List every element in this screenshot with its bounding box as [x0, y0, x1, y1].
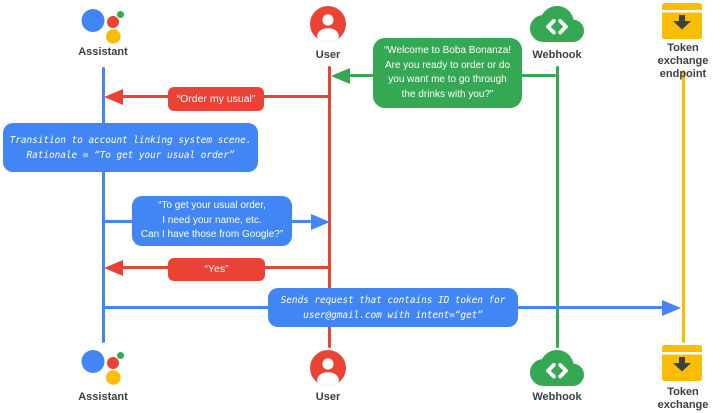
welcome-arrowhead	[331, 67, 350, 84]
token-endpoint-label: Token exchange endpoint	[657, 386, 709, 413]
yes-arrowhead	[104, 259, 123, 276]
assistant-label: Assistant	[78, 391, 128, 403]
assistant-icon	[81, 9, 124, 44]
webhook-label: Webhook	[532, 391, 582, 403]
token-endpoint-lifeline	[682, 70, 685, 343]
webhook-icon	[530, 350, 584, 386]
assistant-lifeline	[102, 67, 105, 343]
token-endpoint-label: Token exchange endpoint	[657, 42, 709, 80]
welcome-message-bubble: “Welcome to Boba Bonanza! Are you ready …	[373, 38, 522, 108]
yes-message-bubble: “Yes”	[168, 258, 265, 281]
assistant-label: Assistant	[78, 46, 128, 58]
ask-message-bubble: “To get your usual order, I need your na…	[132, 196, 292, 246]
webhook-icon	[530, 6, 584, 42]
ask-arrowhead	[311, 213, 330, 230]
token-request-arrowhead	[662, 299, 681, 316]
token-endpoint-icon	[662, 3, 702, 39]
user-icon	[310, 350, 346, 386]
user-icon	[310, 6, 346, 42]
transition-note: Transition to account linking system sce…	[3, 123, 258, 172]
assistant-icon	[81, 350, 124, 385]
webhook-label: Webhook	[532, 49, 582, 61]
webhook-lifeline	[556, 66, 559, 348]
user-lifeline	[328, 66, 331, 348]
user-label: User	[315, 391, 341, 403]
order-message-bubble: “Order my usual”	[168, 87, 264, 111]
order-arrowhead	[104, 88, 123, 105]
user-label: User	[315, 49, 341, 61]
token-request-note: Sends request that contains ID token for…	[268, 288, 518, 327]
token-endpoint-icon	[662, 345, 702, 381]
